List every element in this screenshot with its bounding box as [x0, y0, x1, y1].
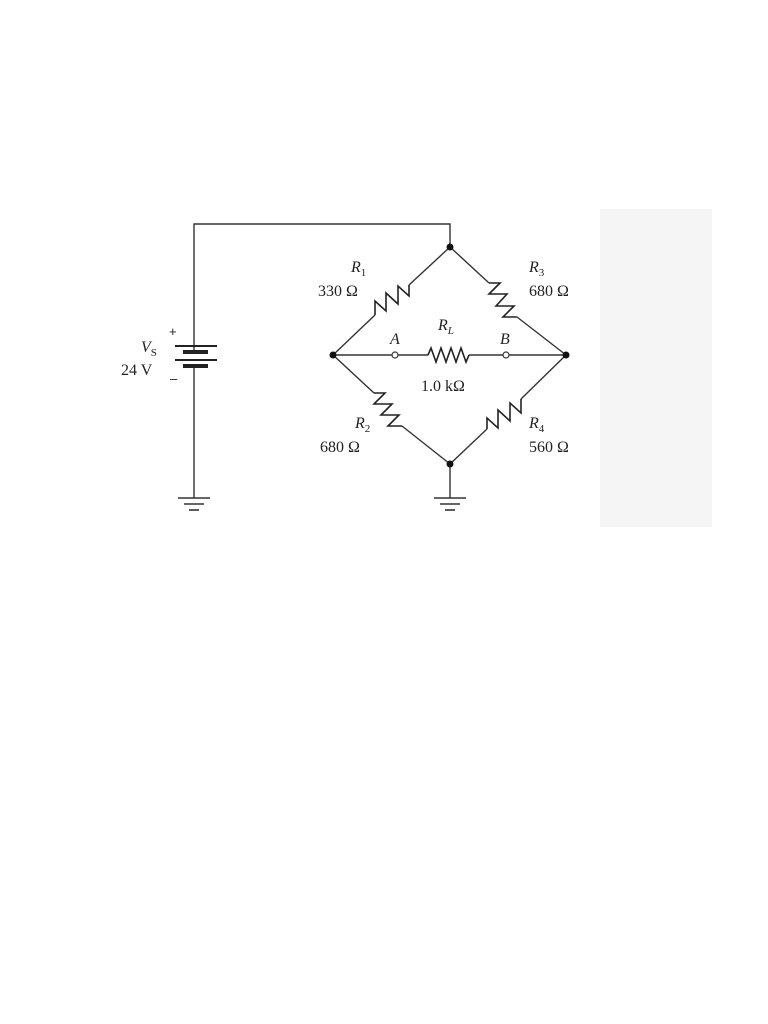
r4-symbol-label: R4: [528, 415, 545, 435]
r1-value-label: 330 Ω: [318, 283, 358, 300]
terminal-a-label: A: [389, 331, 400, 348]
terminal-b: [502, 351, 510, 359]
node-bottom: [446, 460, 454, 468]
bridge-ground-icon: [434, 497, 466, 511]
terminal-b-label: B: [500, 331, 510, 348]
r1-symbol-label: R1: [350, 259, 366, 279]
resistor-r4: [449, 354, 567, 465]
source-minus-sign: –: [170, 371, 178, 386]
source-plus-sign: +: [169, 324, 177, 339]
r3-symbol-label: R3: [528, 259, 545, 279]
node-left: [329, 351, 337, 359]
terminal-a: [391, 351, 399, 359]
resistor-r3: [449, 246, 567, 356]
battery-symbol: [175, 345, 217, 368]
source-value-label: 24 V: [121, 362, 153, 379]
top-wire: [193, 223, 451, 350]
resistor-rl: [333, 345, 566, 365]
resistor-r2: [332, 354, 451, 465]
source-symbol-label: VS: [141, 339, 157, 359]
rl-symbol-label: RL: [437, 317, 454, 337]
r3-value-label: 680 Ω: [529, 283, 569, 300]
r4-value-label: 560 Ω: [529, 439, 569, 456]
r2-value-label: 680 Ω: [320, 439, 360, 456]
node-right: [562, 351, 570, 359]
r2-symbol-label: R2: [354, 415, 370, 435]
node-top: [446, 243, 454, 251]
side-panel: [600, 209, 712, 527]
resistor-r1: [332, 246, 451, 356]
rl-value-label: 1.0 kΩ: [421, 378, 465, 395]
source-ground-icon: [178, 497, 210, 511]
